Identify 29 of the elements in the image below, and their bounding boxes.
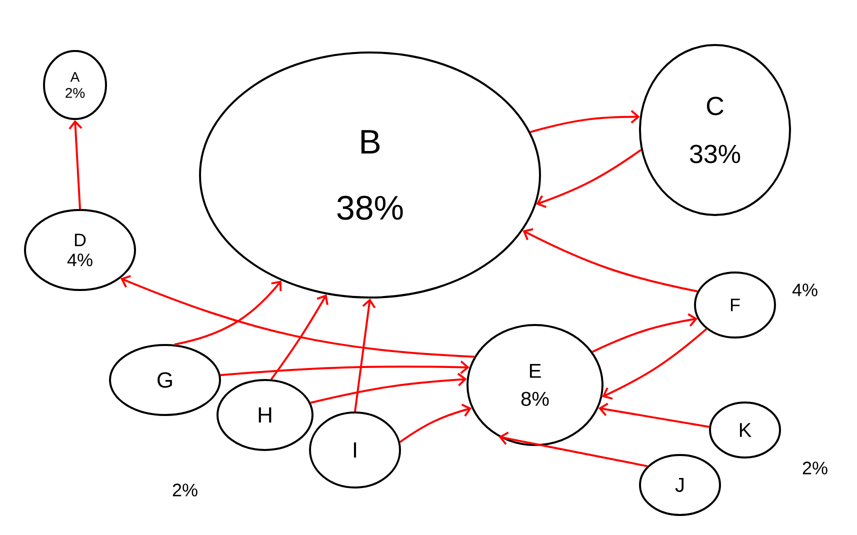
arrow	[68, 120, 82, 210]
ellipse-node: D 4%	[24, 209, 136, 291]
arrow	[522, 228, 698, 292]
arrow	[220, 360, 470, 376]
arrow	[498, 432, 648, 468]
arrow	[598, 402, 710, 428]
percent-text: 2%	[172, 484, 198, 496]
arrow	[399, 404, 472, 443]
percent-text: 2%	[802, 462, 828, 474]
arrow	[530, 110, 640, 133]
ellipse-node: E 8%	[466, 324, 604, 446]
arrow	[120, 275, 474, 358]
ellipse-node: A 2%	[43, 50, 107, 120]
arrow	[174, 280, 282, 346]
ellipse-node: C 33%	[639, 44, 791, 216]
arrow	[354, 298, 376, 412]
ellipse-node: I	[309, 412, 401, 488]
percent-text: 4%	[792, 284, 818, 296]
arrow	[310, 372, 467, 404]
ellipse-node: G	[109, 344, 221, 416]
arrow	[270, 294, 328, 380]
arrow	[592, 313, 698, 353]
ellipse-node: K	[709, 402, 781, 458]
ellipse-node: F	[694, 272, 776, 338]
arrow	[536, 149, 642, 208]
ellipse-node: H	[216, 379, 314, 451]
ellipse-node: B 38%	[199, 52, 541, 298]
ellipse-node: J	[639, 454, 721, 516]
arrow	[602, 328, 708, 400]
